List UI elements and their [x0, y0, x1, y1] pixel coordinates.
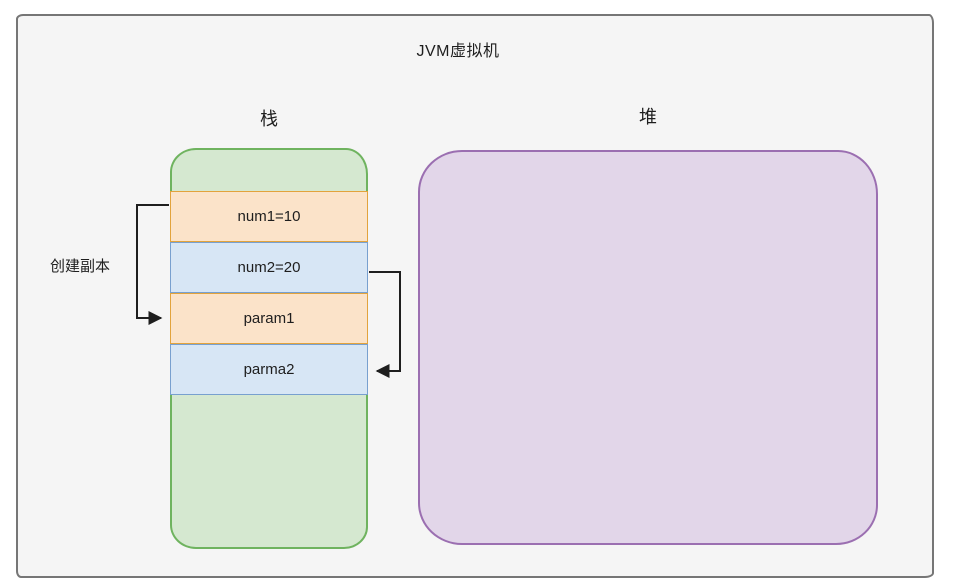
stack-row-label: parma2 — [243, 361, 295, 378]
heap-box — [418, 150, 878, 545]
stack-row-label: param1 — [243, 310, 295, 327]
heap-region-label: 堆 — [639, 107, 657, 127]
stack-row-num2: num2=20 — [170, 242, 368, 293]
stack-row-param1: param1 — [170, 293, 368, 344]
stack-row-num1: num1=10 — [170, 191, 368, 242]
stack-row-parma2: parma2 — [170, 344, 368, 395]
copy-annotation-label: 创建副本 — [49, 258, 110, 275]
diagram-title: JVM虚拟机 — [416, 43, 500, 60]
stack-region-label: 栈 — [260, 109, 278, 129]
stack-row-label: num2=20 — [237, 259, 301, 276]
stack-row-label: num1=10 — [237, 208, 301, 225]
